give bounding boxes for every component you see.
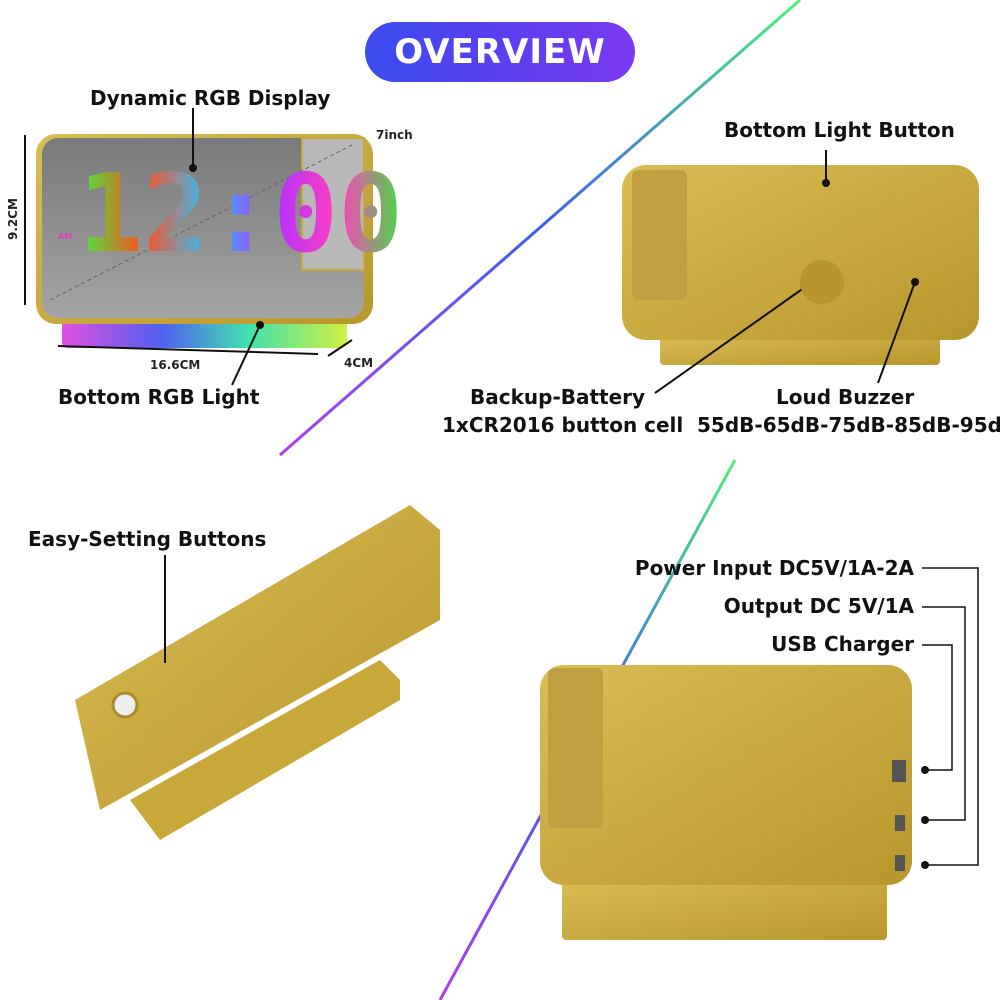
callout-power-input: Power Input DC5V/1A-2A [634, 556, 914, 580]
callout-dynamic-rgb-display: Dynamic RGB Display [90, 86, 331, 110]
callout-usb-charger: USB Charger [771, 632, 914, 656]
callout-bottom-rgb-light: Bottom RGB Light [58, 385, 260, 409]
clock-side-image [540, 567, 979, 940]
callout-battery-title: Backup-Battery [470, 385, 646, 409]
am-indicator: AM [58, 232, 73, 241]
clock-back-image [622, 150, 979, 394]
size-diagonal: 7inch [376, 128, 413, 142]
divider-diagonal-top [279, 0, 801, 457]
callout-bottom-light-button: Bottom Light Button [724, 118, 955, 142]
callout-loud-buzzer: Loud Buzzer [776, 385, 915, 409]
callout-output: Output DC 5V/1A [723, 594, 914, 618]
size-width: 16.6CM [150, 358, 201, 372]
callout-buzzer-levels: 55dB-65dB-75dB-85dB-95dB [697, 413, 1000, 437]
callout-battery-detail: 1xCR2016 button cell [442, 413, 684, 437]
callout-easy-setting-buttons: Easy-Setting Buttons [28, 527, 267, 551]
clock-digits: 12:00 [78, 152, 404, 277]
size-depth: 4CM [344, 356, 374, 370]
clock-front-image [24, 108, 373, 386]
clock-angled-image [75, 505, 440, 840]
overview-title: OVERVIEW [365, 22, 635, 82]
size-height: 9.2CM [6, 197, 21, 241]
